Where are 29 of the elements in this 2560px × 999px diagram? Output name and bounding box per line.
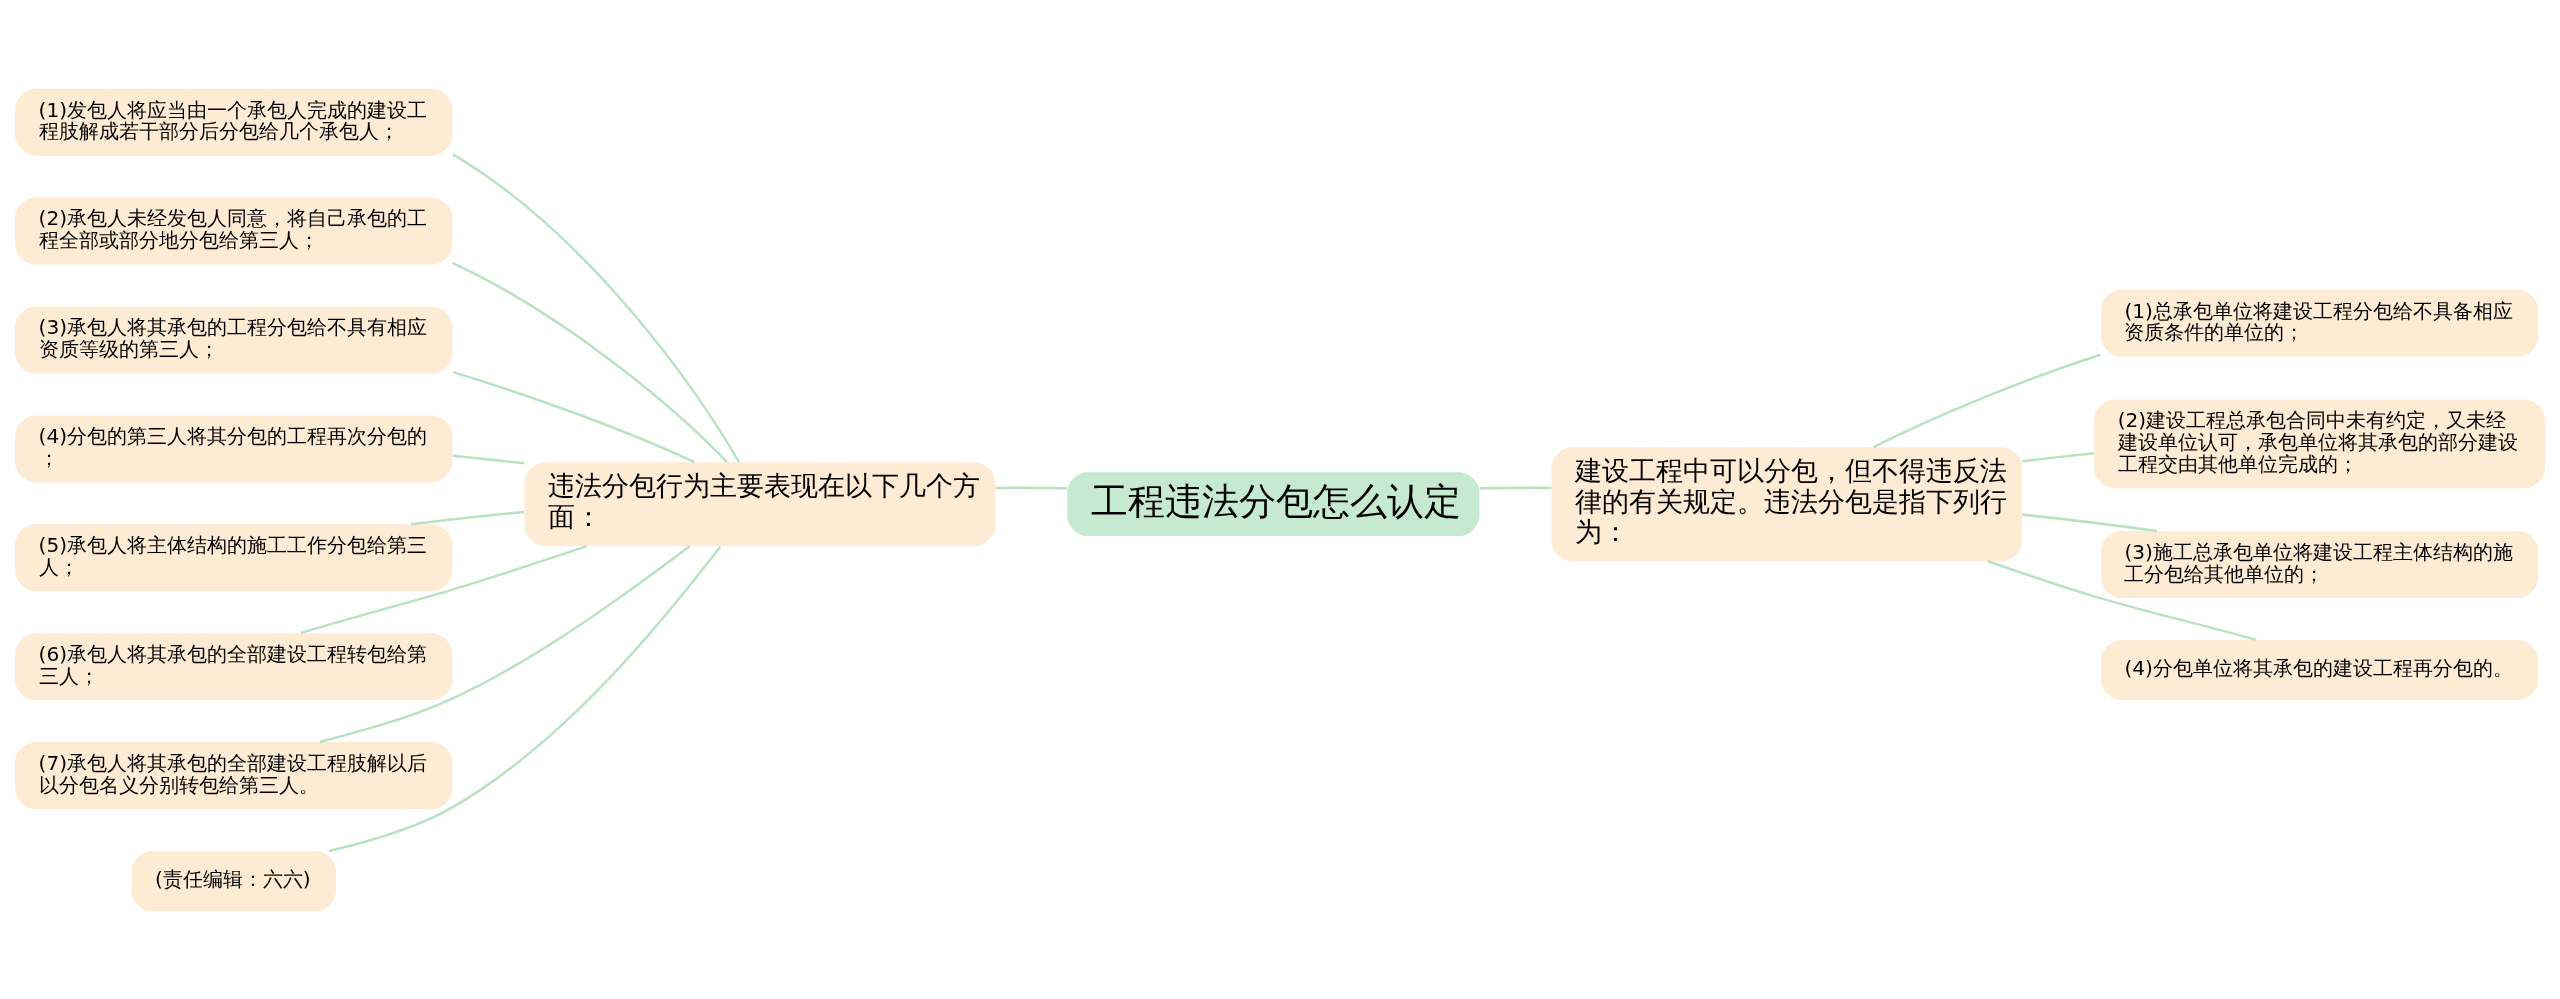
connector	[319, 544, 691, 743]
connector	[1479, 486, 1552, 489]
node-box: (1)发包人将应当由一个承包人完成的建设工程肢解成若干部分后分包给几个承包人；	[15, 88, 453, 156]
node-box: 工程违法分包怎么认定	[1067, 471, 1480, 536]
node-box: (1)总承包单位将建设工程分包给不具备相应资质条件的单位的；	[2100, 289, 2539, 357]
node-box: (6)承包人将其承包的全部建设工程转包给第三人；	[15, 632, 453, 700]
node-box: (7)承包人将其承包的全部建设工程肢解以后以分包名义分别转包给第三人。	[15, 741, 453, 809]
node-box: 违法分包行为主要表现在以下几个方面：	[524, 461, 996, 546]
connector	[995, 486, 1068, 489]
node-box: 建设工程中可以分包，但不得违反法律的有关规定。违法分包是指下列行为：	[1551, 446, 2023, 561]
connector	[452, 261, 728, 463]
node-box: (3)承包人将其承包的工程分包给不具有相应资质等级的第三人；	[15, 306, 453, 373]
connector	[452, 370, 696, 463]
connector	[2022, 451, 2095, 463]
connector	[328, 545, 722, 852]
node-box: (3)施工总承包单位将建设工程主体结构的施工分包给其他单位的；	[2100, 530, 2539, 598]
connector	[452, 152, 741, 463]
connector	[410, 510, 525, 526]
node-box: (4)分包单位将其承包的建设工程再分包的。	[2100, 639, 2539, 700]
connector	[1987, 559, 2257, 641]
node-box: (4)分包的第三人将其分包的工程再次分包的；	[15, 414, 453, 482]
node-box: (2)承包人未经发包人同意，将自己承包的工程全部或部分地分包给第三人；	[15, 197, 453, 265]
connector	[300, 544, 588, 634]
node-box: (5)承包人将主体结构的施工工作分包给第三人；	[15, 523, 453, 591]
connector	[452, 454, 525, 464]
connector	[2022, 512, 2157, 532]
node-box: (2)建设工程总承包合同中未有约定，又未经建设单位认可，承包单位将其承包的部分建设工程交由其他单位完成的；	[2094, 399, 2545, 488]
node-box: (责任编辑：六六)	[131, 850, 336, 911]
connector	[1872, 353, 2101, 448]
